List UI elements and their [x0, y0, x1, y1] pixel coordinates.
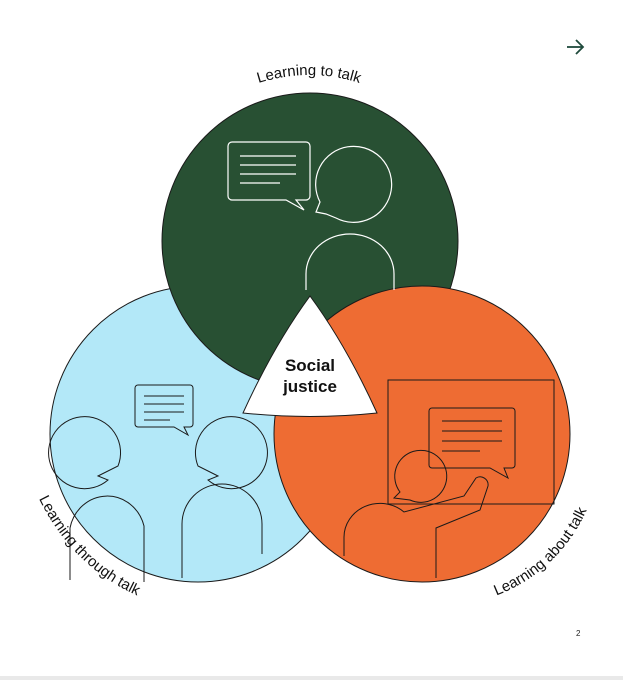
top-speech-bubble-icon	[227, 141, 311, 211]
page-number: 2	[576, 629, 581, 638]
left-person2-body-icon	[181, 483, 263, 578]
left-person1-head-icon	[48, 416, 122, 490]
whiteboard-icon	[387, 379, 555, 505]
right-speech-bubble-icon	[428, 407, 516, 480]
right-presenter-illustration	[343, 379, 555, 578]
left-speech-bubble-icon	[134, 384, 194, 437]
presenter-body-icon	[343, 476, 489, 578]
left-people-illustration	[48, 384, 268, 582]
top-person-illustration	[227, 141, 395, 290]
center-triangle	[242, 295, 378, 417]
top-person-head-icon	[315, 145, 393, 223]
next-page-button[interactable]	[562, 34, 588, 60]
arrow-right-icon	[567, 39, 585, 55]
center-label-line1: Social	[285, 356, 335, 375]
label-learning-to-talk: Learning to talk	[255, 62, 364, 87]
center-label-line2: justice	[282, 377, 337, 396]
top-person-body-icon	[305, 233, 395, 290]
left-person1-body-icon	[69, 495, 145, 582]
presenter-head-icon	[392, 449, 448, 503]
page-bottom-edge	[0, 676, 623, 680]
left-person2-head-icon	[194, 416, 268, 490]
